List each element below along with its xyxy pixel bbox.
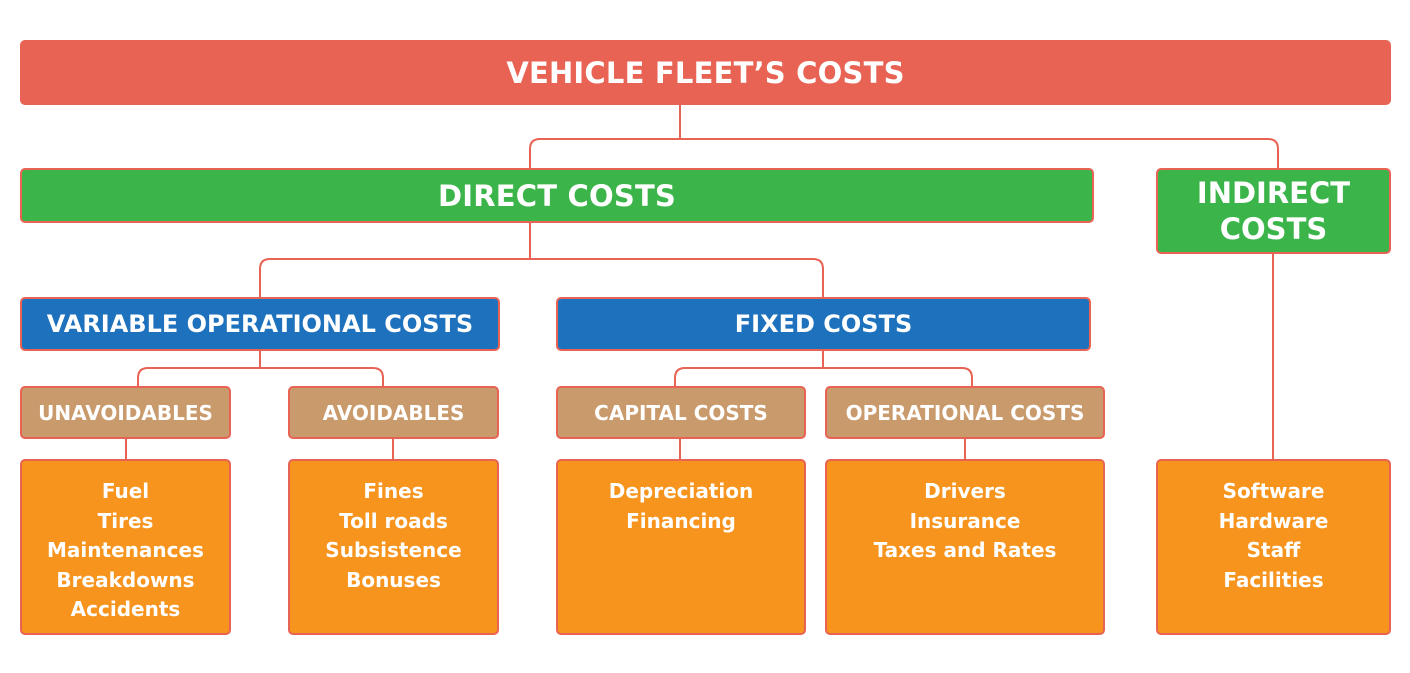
connector-fixed-children bbox=[674, 351, 973, 386]
list-item: Tires bbox=[97, 508, 154, 533]
direct-costs-node: DIRECT COSTS bbox=[20, 168, 1094, 223]
list-item: Staff bbox=[1246, 538, 1301, 562]
list-item: Hardware bbox=[1218, 508, 1329, 533]
list-item: Facilities bbox=[1223, 567, 1324, 592]
connector-direct-variable-fixed bbox=[259, 223, 824, 297]
direct-costs-label: DIRECT COSTS bbox=[437, 178, 677, 213]
list-item: Taxes and Rates bbox=[873, 538, 1057, 562]
list-item: Fuel bbox=[101, 479, 150, 503]
avoidables-node: AVOIDABLES bbox=[288, 386, 499, 439]
root-node: VEHICLE FLEET’S COSTS bbox=[20, 40, 1391, 105]
variable-operational-costs-label: VARIABLE OPERATIONAL COSTS bbox=[46, 310, 474, 338]
list-item: Drivers bbox=[924, 479, 1006, 503]
indirect-costs-node: INDIRECT COSTS bbox=[1156, 168, 1391, 254]
avoidables-label: AVOIDABLES bbox=[322, 400, 465, 425]
unavoidables-items-box: Fuel Tires Maintenances Breakdowns Accid… bbox=[20, 459, 231, 635]
list-item: Toll roads bbox=[339, 508, 448, 533]
unavoidables-label: UNAVOIDABLES bbox=[38, 400, 213, 425]
list-item: Subsistence bbox=[325, 538, 462, 562]
list-item: Financing bbox=[626, 508, 736, 533]
capital-costs-items-box: Depreciation Financing bbox=[556, 459, 806, 635]
fixed-costs-label: FIXED COSTS bbox=[734, 310, 913, 338]
connector-variable-children bbox=[137, 351, 384, 386]
capital-costs-node: CAPITAL COSTS bbox=[556, 386, 806, 439]
list-item: Breakdowns bbox=[56, 567, 195, 592]
indirect-costs-label-line2: COSTS bbox=[1219, 212, 1328, 246]
operational-costs-items-box: Drivers Insurance Taxes and Rates bbox=[825, 459, 1105, 635]
list-item: Insurance bbox=[909, 508, 1021, 533]
connector-root-direct-indirect bbox=[529, 105, 1279, 168]
list-item: Accidents bbox=[70, 597, 181, 621]
indirect-costs-items-box: Software Hardware Staff Facilities bbox=[1156, 459, 1391, 635]
list-item: Bonuses bbox=[346, 567, 441, 592]
list-item: Maintenances bbox=[47, 538, 204, 562]
operational-costs-label: OPERATIONAL COSTS bbox=[845, 400, 1085, 425]
avoidables-items-box: Fines Toll roads Subsistence Bonuses bbox=[288, 459, 499, 635]
root-label: VEHICLE FLEET’S COSTS bbox=[506, 55, 905, 90]
list-item: Software bbox=[1222, 479, 1325, 503]
unavoidables-node: UNAVOIDABLES bbox=[20, 386, 231, 439]
fixed-costs-node: FIXED COSTS bbox=[556, 297, 1091, 351]
list-item: Depreciation bbox=[608, 479, 754, 503]
capital-costs-label: CAPITAL COSTS bbox=[594, 400, 768, 425]
list-item: Fines bbox=[363, 479, 424, 503]
variable-operational-costs-node: VARIABLE OPERATIONAL COSTS bbox=[20, 297, 500, 351]
indirect-costs-label-line1: INDIRECT bbox=[1196, 176, 1351, 210]
operational-costs-node: OPERATIONAL COSTS bbox=[825, 386, 1105, 439]
